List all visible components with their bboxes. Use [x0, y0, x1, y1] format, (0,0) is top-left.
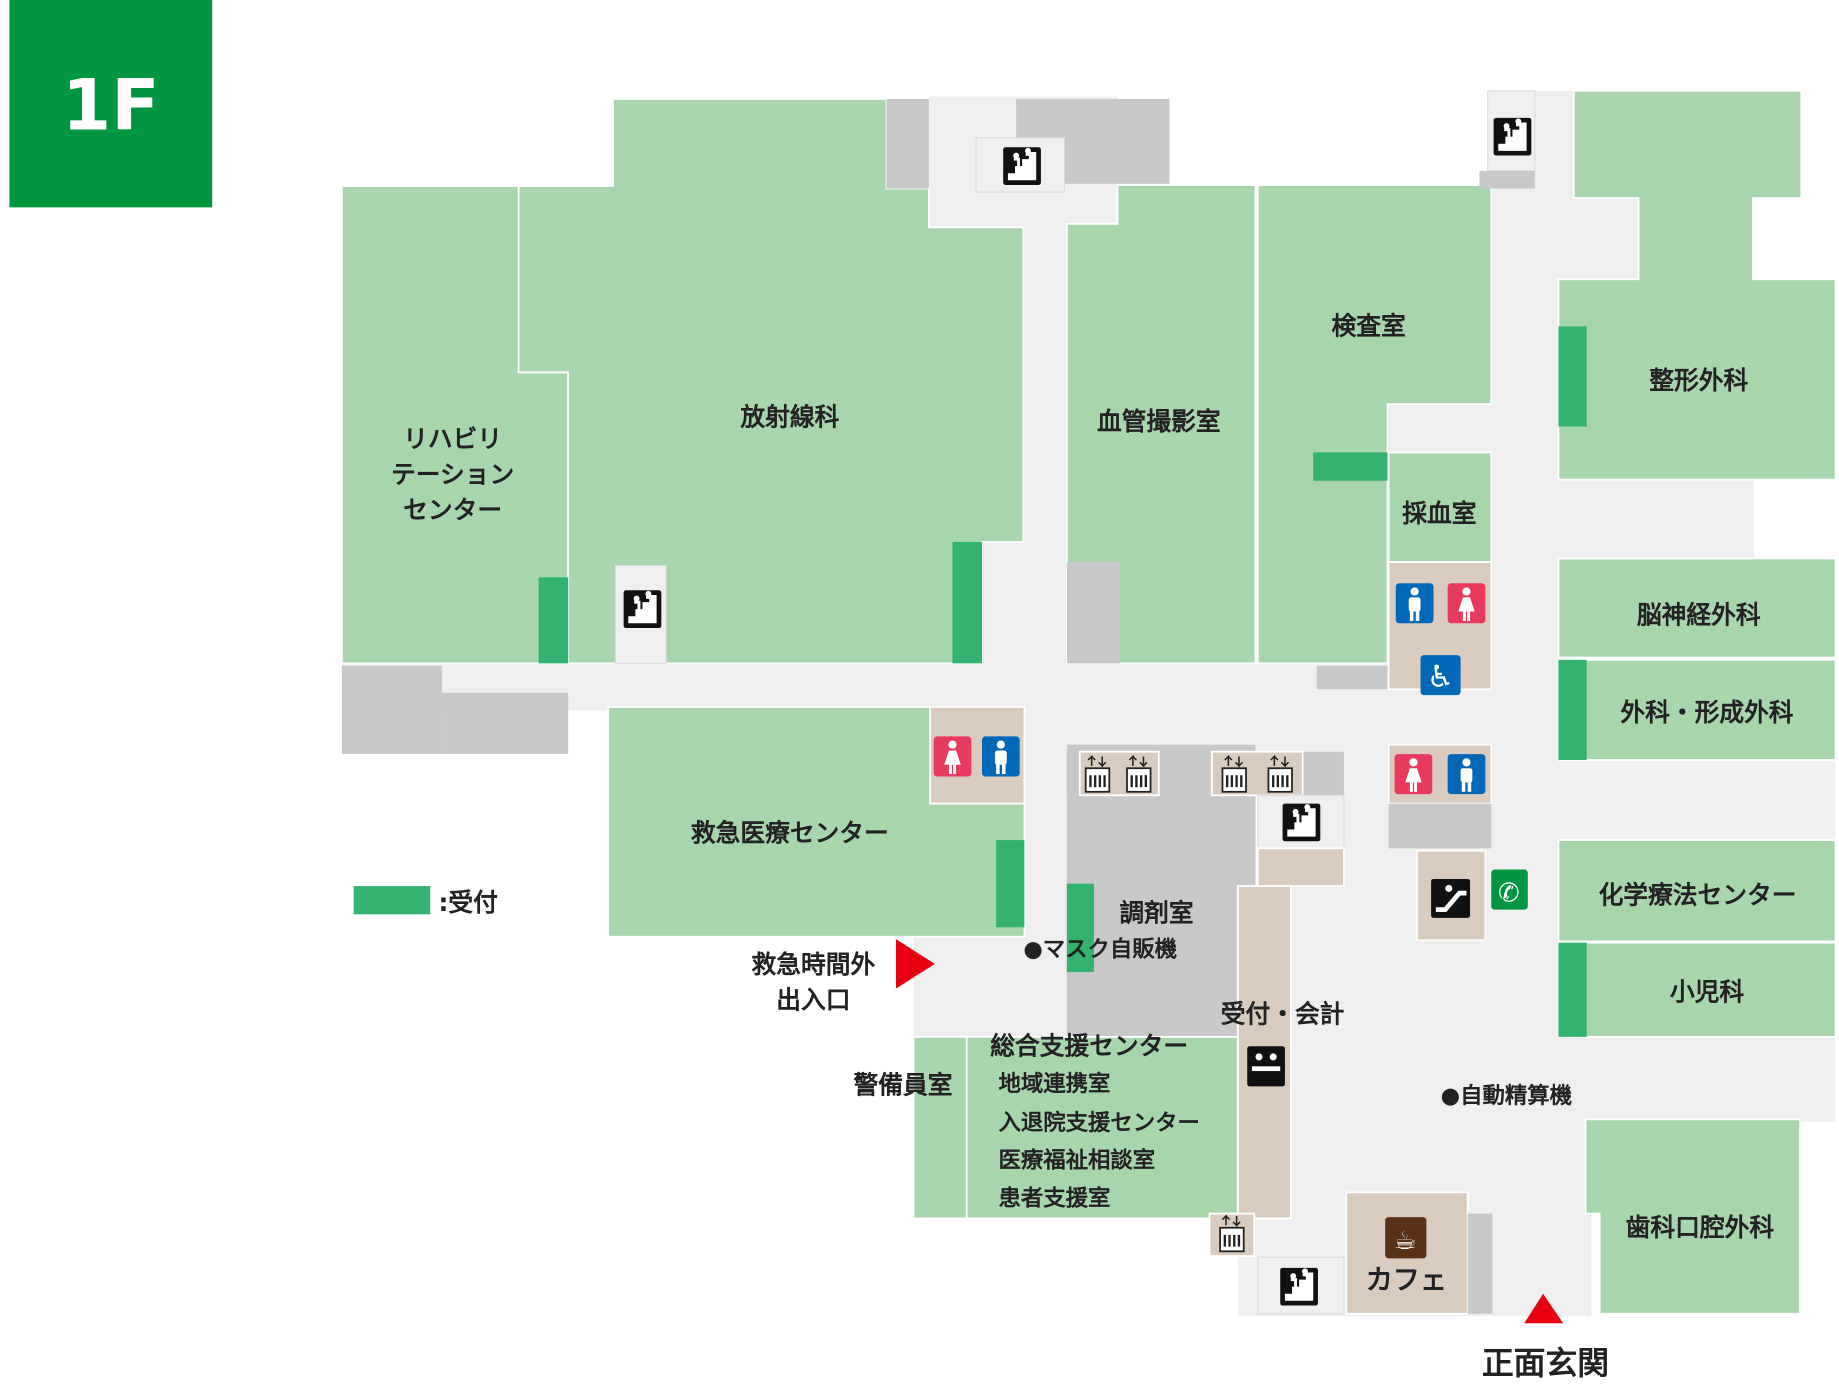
label-after-hours-entrance-2: 出入口	[776, 986, 850, 1015]
label-neurosurgery: 脳神経外科	[1637, 600, 1761, 629]
room-neurosurgery	[1557, 557, 1837, 659]
toilet-female-icon	[933, 736, 972, 777]
stairs-icon	[1278, 1266, 1320, 1307]
label-support-center: 総合支援センター	[989, 1032, 1188, 1061]
label-mask-vending: ●マスク自販機	[1023, 937, 1177, 963]
escalator-icon	[1431, 878, 1471, 918]
toilet-male-icon	[981, 736, 1020, 777]
label-auto-payment: ●自動精算機	[1441, 1082, 1573, 1109]
label-orthopedics: 整形外科	[1649, 366, 1748, 395]
cafe-icon: ☕	[1385, 1217, 1427, 1259]
label-support-item: 医療福祉相談室	[998, 1147, 1155, 1174]
label-security: 警備員室	[853, 1070, 953, 1099]
label-pharmacy: 調剤室	[1119, 898, 1193, 927]
svg-text:♿: ♿	[1427, 660, 1454, 695]
label-surgery: 外科・形成外科	[1620, 698, 1793, 727]
svg-text:☕: ☕	[1394, 1226, 1417, 1256]
toilet-female-icon	[1394, 754, 1433, 795]
label-rehab-2: テーション	[391, 460, 514, 489]
label-chemo: 化学療法センター	[1599, 881, 1797, 910]
toilet-male-icon	[1447, 754, 1486, 795]
stairs-icon	[1281, 802, 1322, 843]
label-reception-billing: 受付・会計	[1221, 1000, 1345, 1029]
wheelchair-icon: ♿	[1420, 655, 1461, 696]
label-support-item: 患者支援室	[998, 1184, 1110, 1211]
label-radiology: 放射線科	[739, 402, 839, 431]
room-surgery	[1557, 658, 1837, 761]
legend-reception-swatch	[353, 886, 431, 915]
svg-text:✆: ✆	[1498, 878, 1520, 908]
label-support-item: 地域連携室	[998, 1070, 1110, 1097]
stairs-icon	[622, 588, 663, 630]
room-dental	[1584, 1118, 1801, 1315]
reception-laboratory	[1313, 452, 1388, 481]
room-chemo	[1557, 839, 1837, 943]
stairs-icon	[1001, 145, 1043, 187]
room-orthopedics	[1557, 89, 1837, 481]
after-hours-entrance-marker	[895, 939, 935, 989]
toilet-female-icon	[1447, 583, 1486, 624]
label-after-hours-entrance-1: 救急時間外	[752, 950, 876, 979]
label-laboratory: 検査室	[1332, 312, 1406, 341]
main-entrance-marker	[1524, 1293, 1564, 1324]
label-rehab-1: リハビリ	[403, 425, 502, 454]
reception-desk-icon	[1247, 1046, 1285, 1087]
label-pediatrics: 小児科	[1670, 977, 1744, 1006]
label-dental: 歯科口腔外科	[1626, 1213, 1775, 1242]
phone-icon: ✆	[1491, 869, 1528, 910]
legend-reception-label: :受付	[439, 888, 499, 917]
toilet-male-icon	[1395, 583, 1434, 624]
room-pediatrics	[1557, 941, 1837, 1038]
room-security	[912, 1035, 968, 1220]
label-emergency: 救急医療センター	[691, 818, 889, 847]
room-support-center	[965, 1035, 1239, 1220]
label-cafe: カフェ	[1366, 1265, 1447, 1296]
label-main-entrance: 正面玄関	[1482, 1344, 1609, 1382]
stairs-icon	[1492, 116, 1533, 158]
label-angiography: 血管撮影室	[1097, 407, 1221, 436]
label-rehab-3: センター	[403, 495, 502, 524]
floor-badge: 1F	[9, 0, 213, 208]
label-support-item: 入退院支援センター	[998, 1109, 1199, 1136]
room-angiography	[1065, 184, 1257, 665]
floor-label: 1F	[62, 64, 160, 147]
label-blood-draw: 採血室	[1402, 499, 1476, 528]
room-cafe	[1345, 1191, 1469, 1315]
room-blood-draw	[1387, 451, 1493, 563]
